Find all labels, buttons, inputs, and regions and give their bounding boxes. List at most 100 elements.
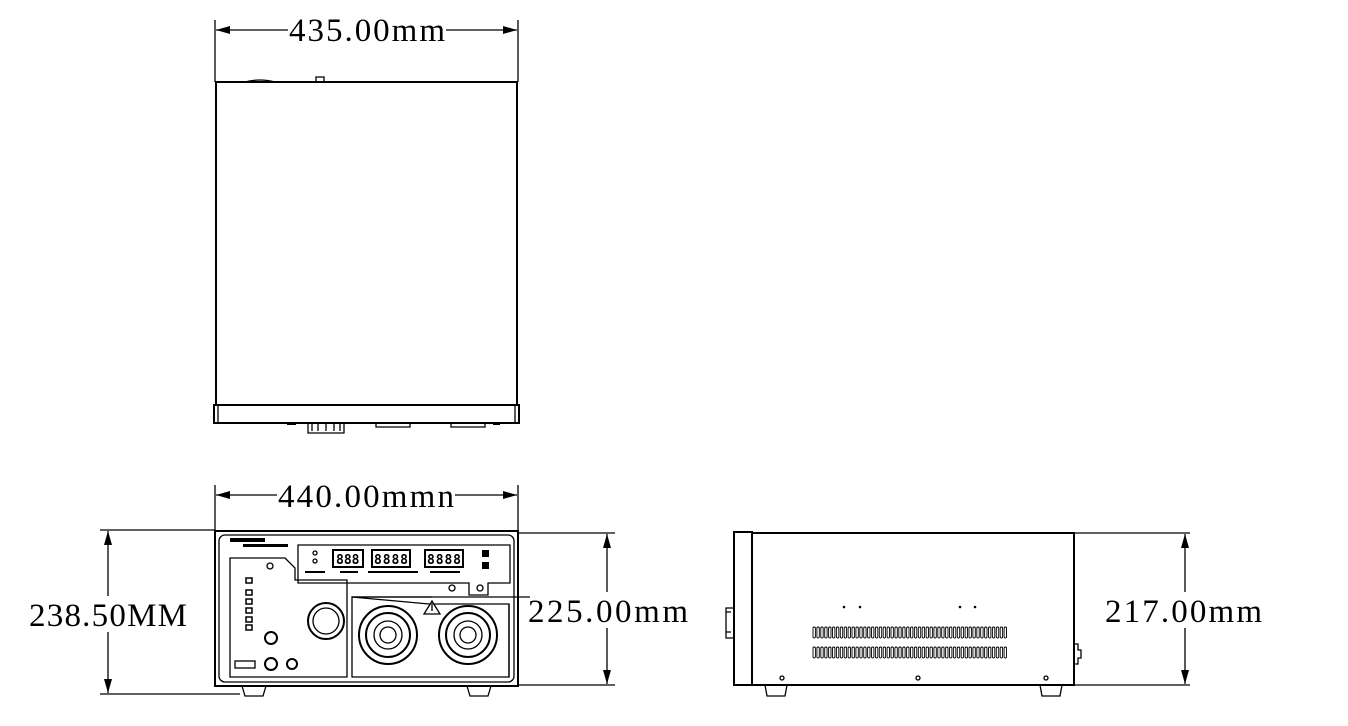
vent-slot bbox=[956, 626, 961, 639]
rear-connector bbox=[1074, 643, 1082, 665]
foot bbox=[466, 685, 492, 697]
vent-slot bbox=[824, 646, 828, 659]
seven-segment-displays: 888 8888 8888 bbox=[332, 549, 464, 568]
vent-slot bbox=[890, 646, 894, 659]
vent-slot bbox=[933, 646, 937, 659]
top-view: 435.00mm bbox=[213, 12, 520, 434]
vent-slot bbox=[871, 626, 875, 639]
vent-slot bbox=[949, 626, 953, 639]
dimension-body-height: 225.00mm bbox=[528, 594, 688, 630]
dimension-front-width: 440.00mmn bbox=[278, 479, 454, 515]
vent-slot bbox=[890, 626, 894, 639]
vent-slot bbox=[980, 626, 984, 639]
ventilation-slots bbox=[812, 626, 1007, 659]
vent-slot bbox=[894, 626, 898, 639]
vent-slot bbox=[972, 626, 976, 639]
vent-slot bbox=[995, 646, 1000, 659]
vent-slot bbox=[867, 646, 871, 659]
vent-slot bbox=[941, 646, 945, 659]
foot bbox=[241, 685, 267, 697]
terminal-outline bbox=[375, 423, 411, 428]
vent-slot bbox=[906, 646, 910, 659]
vent-slot bbox=[839, 646, 844, 659]
terminal-panel bbox=[351, 596, 530, 678]
vent-slot bbox=[835, 626, 840, 639]
vent-slot bbox=[878, 626, 883, 639]
vent-slot bbox=[816, 626, 820, 639]
dimension-top-width: 435.00mm bbox=[289, 13, 445, 49]
vent-slot bbox=[859, 646, 863, 659]
warning-triangle-icon bbox=[422, 599, 442, 615]
vent-slot bbox=[945, 626, 949, 639]
vent-slot bbox=[812, 626, 816, 639]
vent-slot bbox=[851, 626, 855, 639]
vent-slot bbox=[929, 626, 933, 639]
vent-slot bbox=[968, 646, 972, 659]
vent-slot bbox=[878, 646, 883, 659]
vent-slot bbox=[960, 626, 965, 639]
control-panel bbox=[229, 557, 348, 678]
vent-slot bbox=[945, 646, 949, 659]
top-cover bbox=[215, 81, 518, 406]
svg-text:8888: 8888 bbox=[427, 553, 461, 568]
vent-slot bbox=[933, 626, 937, 639]
vent-slot bbox=[968, 626, 972, 639]
svg-text:8888: 8888 bbox=[374, 553, 408, 568]
side-chassis bbox=[751, 532, 1075, 686]
vent-slot bbox=[913, 626, 918, 639]
vent-slot bbox=[1003, 626, 1007, 639]
vent-slot bbox=[964, 626, 968, 639]
dimension-side-height: 217.00mm bbox=[1105, 594, 1262, 630]
vent-slot bbox=[863, 646, 867, 659]
vent-slot bbox=[859, 626, 863, 639]
vent-slot bbox=[828, 626, 832, 639]
vent-slot bbox=[882, 626, 887, 639]
vent-slot bbox=[964, 646, 968, 659]
vent-slot bbox=[921, 646, 926, 659]
front-view: 440.00mmn 238.50MM 225.00mm 888 8888 888… bbox=[28, 478, 689, 697]
vent-slot bbox=[929, 646, 933, 659]
vent-slot bbox=[988, 646, 992, 659]
vent-slot bbox=[921, 626, 926, 639]
vent-slot bbox=[910, 646, 914, 659]
vent-slot bbox=[820, 646, 824, 659]
vent-slot bbox=[882, 646, 887, 659]
vent-slot bbox=[991, 646, 996, 659]
vent-slot bbox=[991, 626, 996, 639]
foot bbox=[764, 684, 788, 697]
vent-slot bbox=[874, 626, 879, 639]
vent-slot bbox=[1003, 646, 1007, 659]
vent-slot bbox=[874, 646, 879, 659]
front-panel-edge bbox=[213, 404, 520, 424]
vent-slot bbox=[835, 646, 840, 659]
dimension-total-height: 238.50MM bbox=[29, 598, 187, 634]
vent-slot bbox=[843, 626, 848, 639]
vent-slot bbox=[913, 646, 918, 659]
vent-slot bbox=[917, 626, 922, 639]
vent-slot bbox=[816, 646, 820, 659]
vent-slot bbox=[984, 626, 988, 639]
output-terminal-right bbox=[438, 605, 498, 665]
front-knob-profile bbox=[725, 607, 734, 639]
vent-slot bbox=[949, 646, 953, 659]
vent-slot bbox=[855, 626, 859, 639]
output-terminal-left bbox=[358, 605, 418, 665]
vent-slot bbox=[828, 646, 832, 659]
vent-slot bbox=[851, 646, 855, 659]
vent-slot bbox=[843, 646, 848, 659]
foot bbox=[1039, 684, 1063, 697]
vent-slot bbox=[867, 626, 871, 639]
vent-slot bbox=[952, 646, 957, 659]
vent-slot bbox=[972, 646, 976, 659]
vent-slot bbox=[999, 646, 1004, 659]
vent-slot bbox=[956, 646, 961, 659]
knob-outline bbox=[307, 423, 345, 434]
vent-slot bbox=[832, 626, 836, 639]
vent-slot bbox=[847, 626, 851, 639]
vent-slot bbox=[898, 626, 902, 639]
vent-slot bbox=[898, 646, 902, 659]
vent-slot bbox=[976, 646, 980, 659]
vent-slot bbox=[999, 626, 1004, 639]
vent-slot bbox=[894, 646, 898, 659]
